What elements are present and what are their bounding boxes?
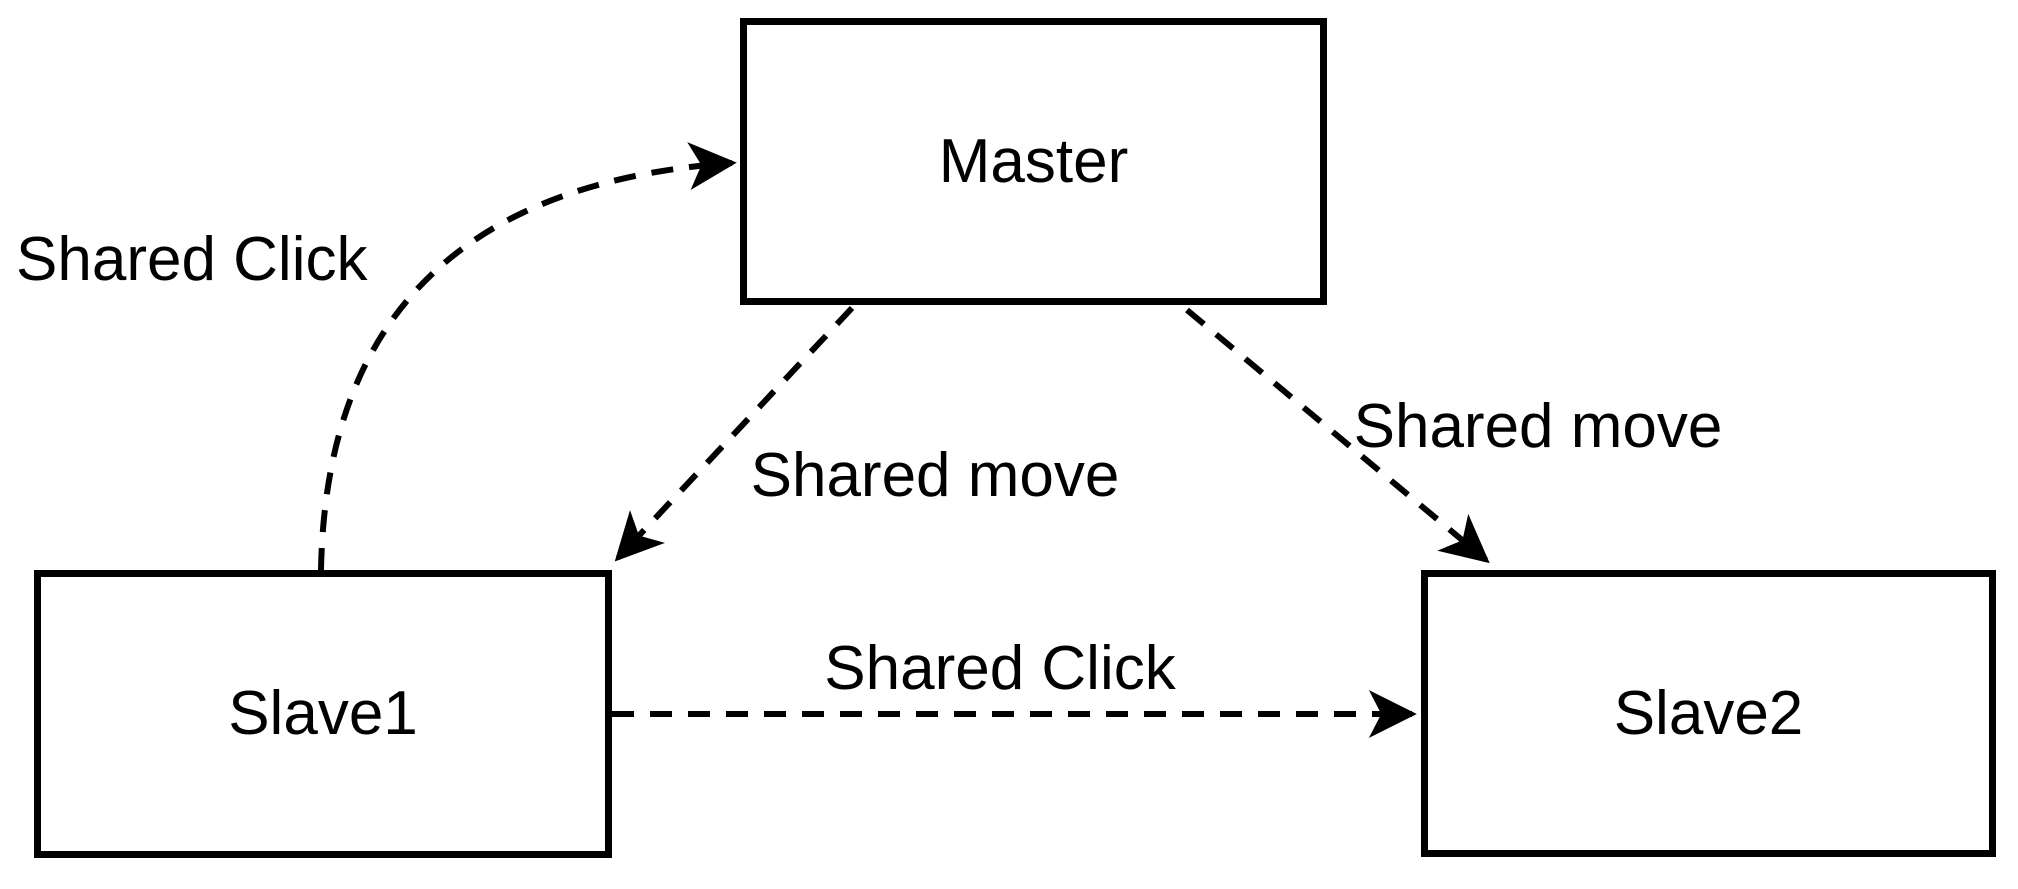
node-master-label: Master — [938, 126, 1129, 196]
edge-shared-move-master-to-slave1-line — [614, 305, 855, 562]
node-slave1-label: Slave1 — [228, 679, 418, 748]
edge-shared-click-slave1-to-master-line — [318, 142, 737, 571]
edge-label-shared-move-master-to-slave1: Shared move — [750, 440, 1120, 510]
node-master: Master — [740, 18, 1327, 305]
edge-shared-move-master-to-slave2-line — [1185, 307, 1490, 564]
node-slave2: Slave2 — [1421, 570, 1996, 857]
edge-label-shared-click-slave1-to-slave2: Shared Click — [824, 633, 1176, 703]
edge-label-shared-move-master-to-slave2: Shared move — [1353, 391, 1723, 461]
node-slave1: Slave1 — [34, 570, 612, 858]
edge-label-shared-click-slave1-to-master: Shared Click — [16, 224, 368, 294]
node-slave2-label: Slave2 — [1613, 678, 1804, 748]
